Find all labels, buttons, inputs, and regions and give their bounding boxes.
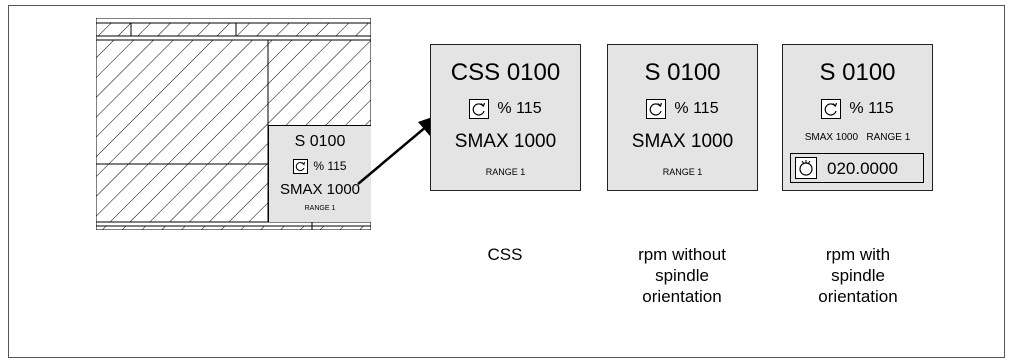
caption-rpm-without: rpm without spindle orientation [612,244,752,307]
panel-orient-override: % 115 [849,100,894,118]
panel-rpm-with-orientation: S 0100 % 115 SMAX 1000 RANGE 1 020.0000 [782,44,933,191]
panel-orient-smax-range: SMAX 1000 RANGE 1 [804,132,911,143]
rotation-override-icon [469,99,490,119]
figure-frame [8,5,1005,358]
panel-css-smax: SMAX 1000 [454,131,557,152]
panel-css-title: CSS 0100 [450,59,561,86]
panel-rpm-without-orientation: S 0100 % 115 SMAX 1000 RANGE 1 [607,44,758,191]
caption-rpm-with: rpm with spindle orientation [788,244,928,307]
panel-orient-title: S 0100 [819,59,896,86]
caption-line: rpm without [638,245,726,264]
caption-line: orientation [818,287,898,306]
caption-line: orientation [642,287,722,306]
inset-range-text: RANGE 1 [304,205,336,212]
inset-smax-text: SMAX 1000 [279,181,361,198]
panel-rpm-override: % 115 [674,100,719,118]
panel-rpm-title: S 0100 [644,59,721,86]
inset-override-row: % 115 [269,159,371,175]
spindle-orientation-icon [795,157,817,179]
rotation-override-icon [293,159,309,175]
orientation-value: 020.0000 [827,159,898,178]
panel-rpm-smax: SMAX 1000 [631,131,734,152]
panel-rpm-range: RANGE 1 [662,167,703,177]
caption-line: CSS [487,245,523,264]
caption-line: spindle [831,266,885,285]
panel-rpm-override-row: % 115 [608,99,757,119]
caption-line: rpm with [825,245,891,264]
panel-orient-override-row: % 115 [783,99,932,119]
caption-line: spindle [655,266,709,285]
panel-css-range: RANGE 1 [485,167,526,177]
panel-css: CSS 0100 % 115 SMAX 1000 RANGE 1 [430,44,581,191]
inset-spindle-text: S 0100 [294,133,346,150]
panel-css-override-row: % 115 [431,99,580,119]
caption-css: CSS [455,244,555,265]
rotation-override-icon [821,99,842,119]
screen-spindle-inset: S 0100 % 115 SMAX 1000 RANGE 1 [268,125,371,222]
inset-override-text: % 115 [313,159,347,173]
rotation-override-icon [646,99,667,119]
panel-css-override: % 115 [497,100,542,118]
orientation-position-box: 020.0000 [790,153,924,183]
